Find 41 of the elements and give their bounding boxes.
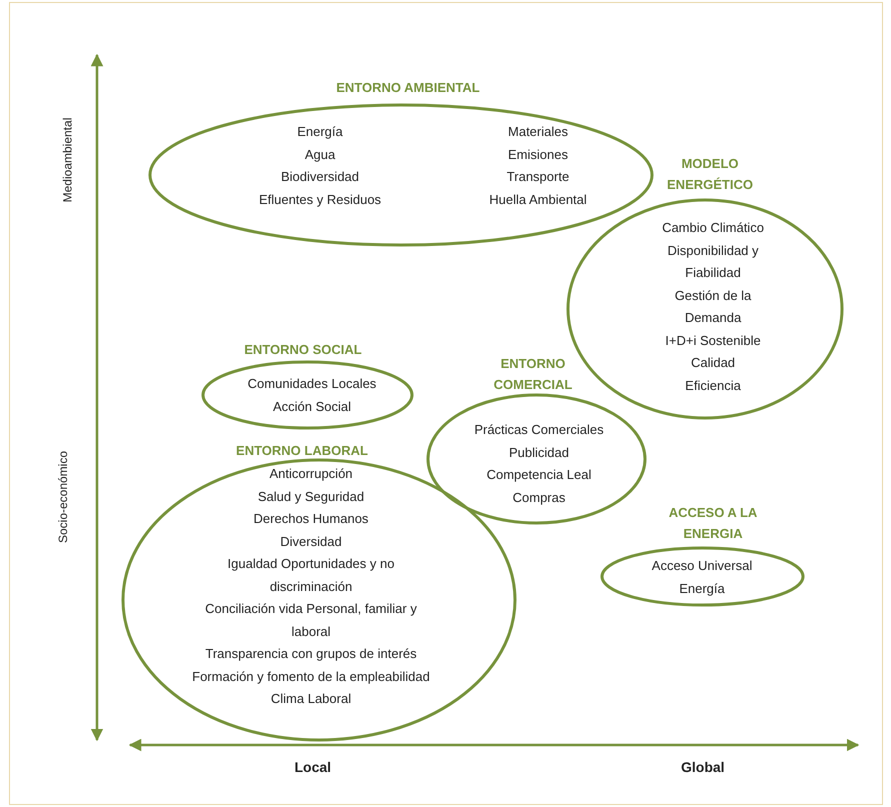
topic-label: Agua	[304, 146, 336, 164]
topic-label: Emisiones	[508, 146, 568, 164]
topic-label: Energía	[297, 123, 343, 141]
topic-label: Anticorrupción	[269, 465, 353, 483]
topic-label: Calidad	[690, 354, 736, 372]
topic-label: Energía	[679, 580, 725, 598]
group-heading: ENTORNO SOCIAL	[243, 341, 363, 359]
topic-label: Salud y Seguridad	[258, 488, 364, 506]
axis-label: Local	[294, 759, 332, 775]
topic-label: I+D+i Sostenible	[665, 332, 761, 350]
group-heading: ENTORNO LABORAL	[235, 442, 369, 460]
topic-label: Disponibilidad y Fiabilidad	[666, 242, 760, 282]
topic-label: Publicidad	[509, 444, 569, 462]
topic-label: Diversidad	[280, 532, 342, 550]
topic-label: Materiales	[508, 123, 568, 141]
topic-label: Transporte	[506, 168, 570, 186]
axis-label: Global	[681, 759, 725, 775]
group-heading: ENTORNO AMBIENTAL	[335, 79, 481, 97]
axis-label: Socio-económico	[56, 450, 70, 544]
topic-label: Gestión de la Demanda	[674, 286, 752, 327]
group-heading: MODELO ENERGÉTICO	[666, 155, 754, 194]
topic-label: Cambio Climático	[662, 219, 764, 237]
topic-label: Biodiversidad	[280, 168, 360, 186]
topic-label: Comunidades Locales	[248, 375, 376, 393]
topic-label: Efluentes y Residuos	[258, 190, 382, 209]
topic-label: Conciliación vida Personal, familiar y laboral	[204, 600, 418, 640]
topic-label: Competencia Leal	[486, 466, 592, 484]
topic-label: Transparencia con grupos de interés	[205, 645, 417, 663]
axis-label: Medioambiental	[60, 118, 74, 202]
topic-label: Formación y fomento de la empleabilidad	[192, 668, 430, 686]
topic-label: Clima Laboral	[270, 690, 352, 708]
topic-label: Acceso Universal	[652, 557, 752, 575]
topic-label: Igualdad Oportunidades y no discriminación	[226, 555, 396, 596]
topic-label: Acción Social	[272, 398, 352, 416]
group-heading: ENTORNO COMERCIAL	[492, 355, 574, 394]
topic-label: Eficiencia	[685, 376, 741, 394]
group-heading: ACCESO A LA ENERGIA	[668, 504, 758, 543]
topic-label: Huella Ambiental	[489, 190, 587, 208]
topic-label: Derechos Humanos	[254, 510, 368, 528]
topic-label: Compras	[512, 488, 566, 507]
topic-label: Prácticas Comerciales	[474, 421, 604, 439]
